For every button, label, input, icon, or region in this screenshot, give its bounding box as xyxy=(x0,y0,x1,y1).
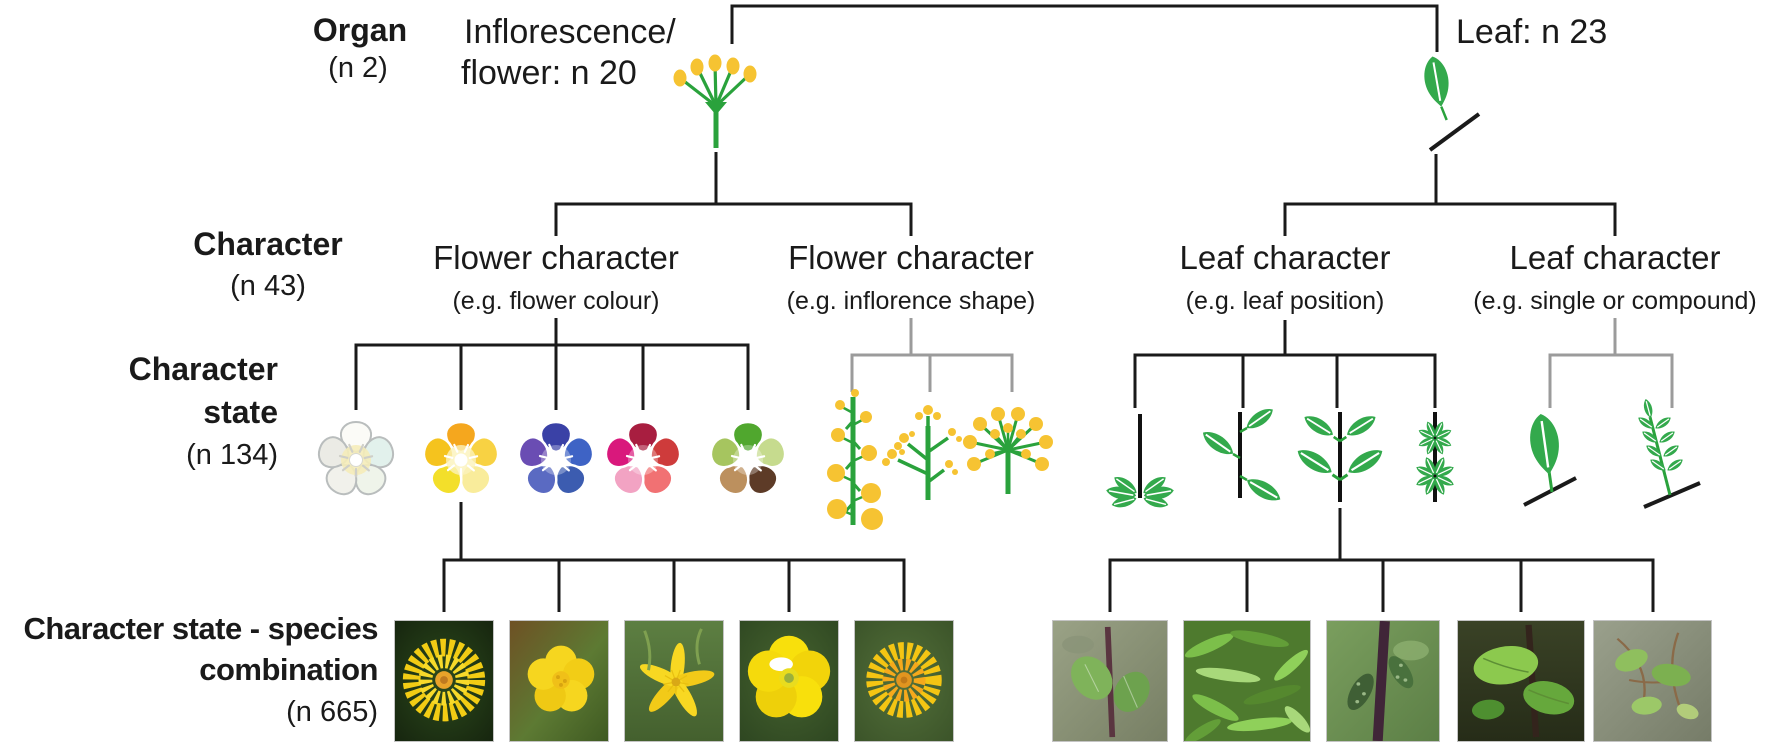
connector-leaf-character-bracket xyxy=(1283,202,1617,236)
character-1-title: Flower character xyxy=(433,239,679,276)
species-photo-flower-3 xyxy=(624,620,724,742)
character-3-example: (e.g. leaf position) xyxy=(1185,287,1385,315)
character-4-example: (e.g. single or compound) xyxy=(1473,287,1757,315)
leaf-icon xyxy=(1419,53,1481,152)
connector-flower-character-bracket xyxy=(554,202,913,236)
connector-leaf-position-bracket xyxy=(1133,353,1437,408)
organ-level-count: (n 2) xyxy=(328,52,388,84)
character-1-example: (e.g. flower colour) xyxy=(452,287,660,315)
species-photo-leaf-2 xyxy=(1183,620,1311,742)
state-level-label-line2: state xyxy=(203,394,278,430)
leaf-organ-label: Leaf: n 23 xyxy=(1456,13,1608,51)
character-level-label: Character xyxy=(193,226,343,262)
combination-level-label-line2: combination xyxy=(199,652,378,687)
single-leaf-icon xyxy=(1523,410,1577,507)
blue-flower-icon xyxy=(513,420,599,501)
yellow-flower-icon xyxy=(418,420,504,501)
state-level-label-line1: Character xyxy=(128,351,278,387)
gray-connectors xyxy=(850,318,1674,408)
connector-leaf-type-bracket xyxy=(1548,353,1674,408)
species-photo-flower-5 xyxy=(854,620,954,742)
species-photo-flower-2 xyxy=(509,620,609,742)
character-4-title: Leaf character xyxy=(1509,239,1721,276)
species-photo-flower-4 xyxy=(739,620,839,742)
species-photo-leaf-3 xyxy=(1326,620,1440,742)
red-pink-flower-icon xyxy=(600,420,686,501)
connector-flower-colour-bracket xyxy=(354,343,750,410)
species-photo-leaf-4 xyxy=(1457,620,1585,742)
character-2-title: Flower character xyxy=(788,239,1034,276)
combination-level-label-line1: Character state - species xyxy=(23,611,378,646)
species-photo-flower-1 xyxy=(394,620,494,742)
combination-level-count: (n 665) xyxy=(286,696,378,728)
basal-rosette-icon xyxy=(1104,414,1176,511)
character-3-title: Leaf character xyxy=(1179,239,1391,276)
opposite-leaves-icon xyxy=(1293,411,1386,502)
character-level-count: (n 43) xyxy=(230,270,306,302)
species-photo-leaf-1 xyxy=(1052,620,1168,742)
alternate-leaves-icon xyxy=(1197,403,1286,508)
organ-level-label: Organ xyxy=(312,12,408,48)
umbel-inflorescence-icon xyxy=(673,54,757,148)
inflorescence-label-line1: Inflorescence/ xyxy=(464,13,676,51)
connector-inflo-shape-bracket xyxy=(850,353,1014,392)
inflorescence-label-line2: flower: n 20 xyxy=(461,54,637,92)
panicle-icon xyxy=(882,405,962,500)
black-connectors xyxy=(354,4,1655,612)
green-brown-flower-icon xyxy=(705,420,791,501)
connector-organ-bracket xyxy=(730,4,1439,52)
whorled-leaves-icon xyxy=(1415,412,1456,502)
raceme-icon xyxy=(827,389,883,530)
state-level-count: (n 134) xyxy=(186,439,278,471)
white-flower-icon xyxy=(314,421,398,501)
species-photo-leaf-5 xyxy=(1593,620,1712,742)
compound-leaf-icon xyxy=(1635,397,1701,509)
umbel-icon xyxy=(963,407,1053,494)
character-2-example: (e.g. inflorence shape) xyxy=(786,287,1036,315)
